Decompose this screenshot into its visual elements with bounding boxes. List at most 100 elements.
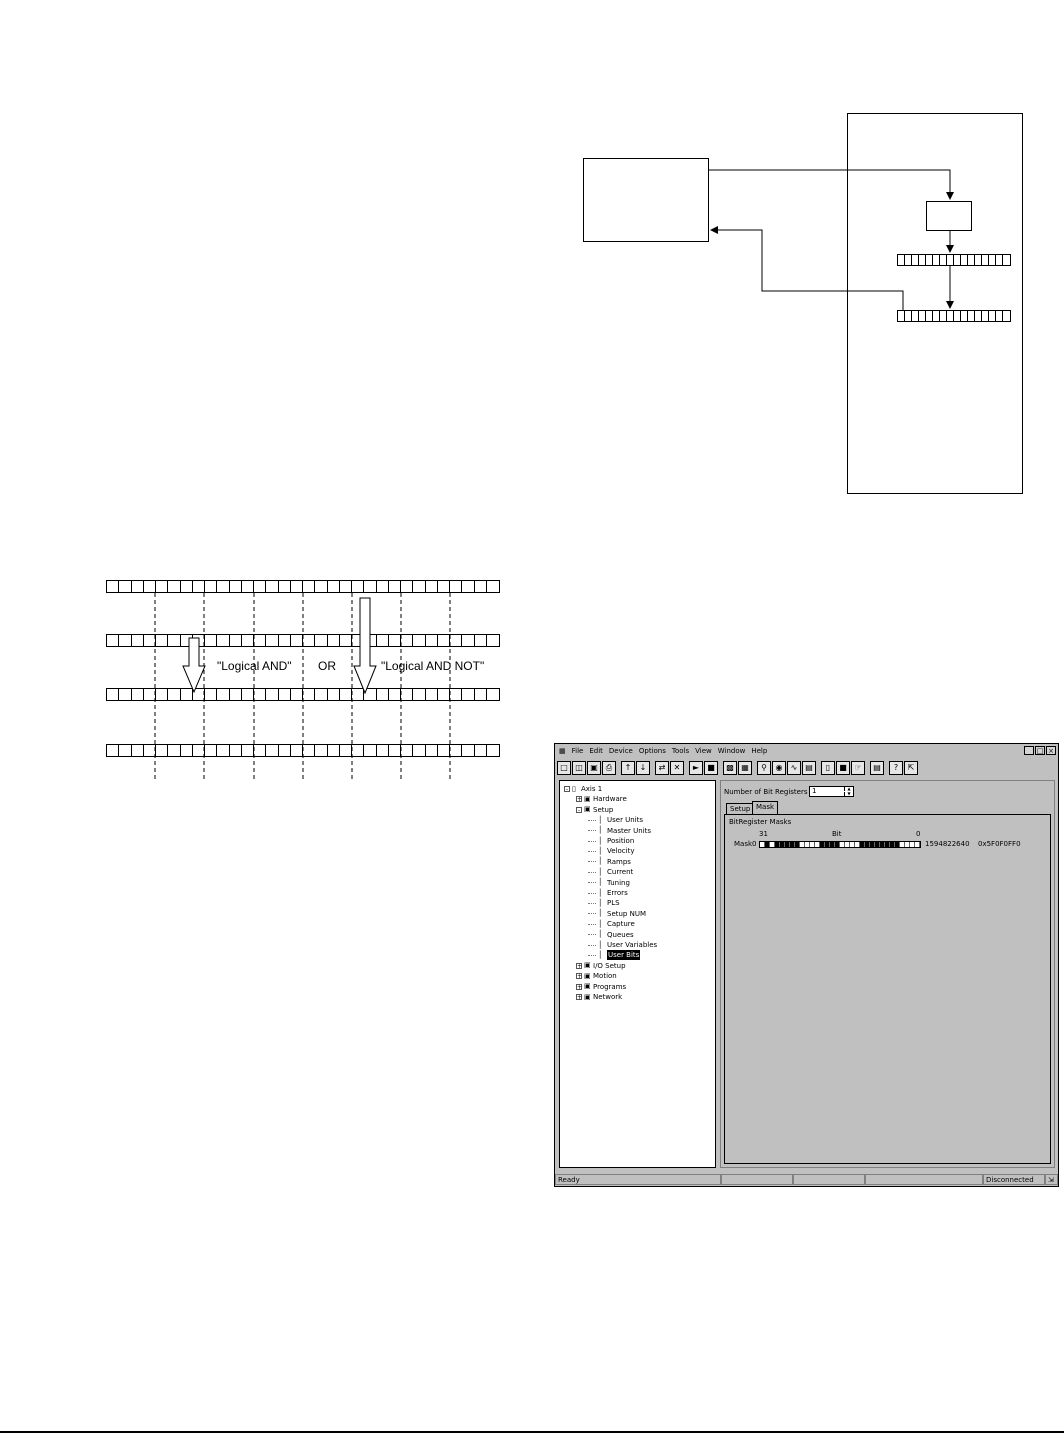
expand-icon[interactable]: + <box>576 796 583 804</box>
mask-bit[interactable] <box>780 842 785 847</box>
monitor-icon[interactable]: ▤ <box>802 761 816 775</box>
mask-bit[interactable] <box>875 842 880 847</box>
tree-item[interactable]: │Capture <box>588 919 635 929</box>
mask-bit[interactable] <box>915 842 920 847</box>
mask-bit[interactable] <box>835 842 840 847</box>
context-help-icon[interactable]: ⇱ <box>904 761 918 775</box>
tree-item[interactable]: │Tuning <box>588 878 630 888</box>
watch-icon[interactable]: ◉ <box>772 761 786 775</box>
mask-bit[interactable] <box>885 842 890 847</box>
help-icon[interactable]: ? <box>889 761 903 775</box>
save-icon[interactable]: ▣ <box>587 761 601 775</box>
tree-item[interactable]: +▣I/O Setup <box>576 961 626 971</box>
mask-bit[interactable] <box>910 842 915 847</box>
print-icon[interactable]: ⎙ <box>602 761 616 775</box>
tree-item[interactable]: │User Variables <box>588 940 657 950</box>
menu-options[interactable]: Options <box>638 747 666 755</box>
window-icon[interactable]: ▤ <box>870 761 884 775</box>
run-icon[interactable]: ► <box>689 761 703 775</box>
restore-button[interactable]: □ <box>1035 746 1045 755</box>
scope-icon[interactable]: ∿ <box>787 761 801 775</box>
app-icon[interactable]: ▦ <box>559 747 566 755</box>
tree-item[interactable]: │Velocity <box>588 846 634 856</box>
mask-bit[interactable] <box>775 842 780 847</box>
mask-bit[interactable] <box>900 842 905 847</box>
spin-down-button[interactable]: ▼ <box>844 792 853 796</box>
collapse-icon[interactable]: - <box>576 806 582 814</box>
tree-item[interactable]: │Current <box>588 867 633 877</box>
mask-bit[interactable] <box>770 842 775 847</box>
tree-item[interactable]: │Queues <box>588 930 634 940</box>
mask-bit[interactable] <box>890 842 895 847</box>
mask-bit[interactable] <box>795 842 800 847</box>
mask-bit[interactable] <box>815 842 820 847</box>
menu-view[interactable]: View <box>695 747 712 755</box>
expand-icon[interactable]: + <box>576 994 583 1001</box>
tree-item[interactable]: +▣Network <box>576 992 622 1002</box>
mask-bit[interactable] <box>855 842 860 847</box>
mask-bit[interactable] <box>870 842 875 847</box>
device-icon[interactable]: ▩ <box>723 761 737 775</box>
mask-bit[interactable] <box>830 842 835 847</box>
download-icon[interactable]: ↓ <box>636 761 650 775</box>
tree-item[interactable]: │Ramps <box>588 857 631 867</box>
menu-file[interactable]: File <box>571 747 584 755</box>
num-registers-spinner[interactable]: 1 ▲ ▼ <box>809 786 854 797</box>
tree-item[interactable]: │User Units <box>588 815 643 825</box>
tree-item[interactable]: │PLS <box>588 898 620 908</box>
mask-bit[interactable] <box>895 842 900 847</box>
tree-item[interactable]: │User Bits <box>588 950 641 961</box>
open-folder-icon[interactable]: ◫ <box>572 761 586 775</box>
mask-bit[interactable] <box>865 842 870 847</box>
spin-up-button[interactable]: ▲ <box>844 787 853 791</box>
expand-icon[interactable]: + <box>576 983 583 991</box>
connect-icon[interactable]: ⇄ <box>655 761 669 775</box>
tree-item[interactable]: │Errors <box>588 888 628 898</box>
tab-mask[interactable]: Mask <box>752 801 779 814</box>
compile-icon[interactable]: ▦ <box>738 761 752 775</box>
io-icon[interactable]: ▯ <box>821 761 835 775</box>
expand-icon[interactable]: + <box>576 962 583 970</box>
tree-item[interactable]: │Position <box>588 836 634 846</box>
mask-bit[interactable] <box>860 842 865 847</box>
mask-bit[interactable] <box>805 842 810 847</box>
stop-icon[interactable]: ■ <box>704 761 718 775</box>
hand-icon[interactable]: ☞ <box>851 761 865 775</box>
tree-item[interactable]: │Master Units <box>588 826 651 836</box>
menu-tools[interactable]: Tools <box>671 747 690 755</box>
tree-item[interactable]: +▣Hardware <box>576 794 627 804</box>
menu-help[interactable]: Help <box>751 747 768 755</box>
menu-edit[interactable]: Edit <box>589 747 603 755</box>
mask-bit[interactable] <box>850 842 855 847</box>
black-square-icon[interactable]: ■ <box>836 761 850 775</box>
tree-item[interactable]: +▣Programs <box>576 982 626 992</box>
new-file-icon[interactable]: □ <box>557 761 571 775</box>
zoom-icon[interactable]: ⚲ <box>757 761 771 775</box>
collapse-icon[interactable]: - <box>564 786 570 793</box>
mask-bit[interactable] <box>760 842 765 847</box>
upload-icon[interactable]: ↑ <box>621 761 635 775</box>
mask-bit[interactable] <box>880 842 885 847</box>
mask-bit[interactable] <box>810 842 815 847</box>
menu-window[interactable]: Window <box>717 747 746 755</box>
minimize-button[interactable]: _ <box>1024 746 1034 755</box>
mask-bit-strip[interactable] <box>759 841 921 848</box>
tree-item[interactable]: -▯Axis 1 <box>564 784 602 794</box>
tab-setup[interactable]: Setup <box>726 803 755 814</box>
expand-icon[interactable]: + <box>576 973 583 981</box>
close-button[interactable]: × <box>1046 746 1056 755</box>
mask-bit[interactable] <box>765 842 770 847</box>
mask-bit[interactable] <box>820 842 825 847</box>
tree-item[interactable]: -▣Setup <box>576 805 613 815</box>
mask-bit[interactable] <box>785 842 790 847</box>
mask-bit[interactable] <box>790 842 795 847</box>
tree-item[interactable]: │Setup NUM <box>588 909 646 919</box>
mask-bit[interactable] <box>825 842 830 847</box>
mask-bit[interactable] <box>905 842 910 847</box>
menu-device[interactable]: Device <box>608 747 633 755</box>
mask-bit[interactable] <box>845 842 850 847</box>
disconnect-icon[interactable]: ✕ <box>670 761 684 775</box>
mask-bit[interactable] <box>800 842 805 847</box>
mask-bit[interactable] <box>840 842 845 847</box>
tree-item[interactable]: +▣Motion <box>576 971 617 981</box>
